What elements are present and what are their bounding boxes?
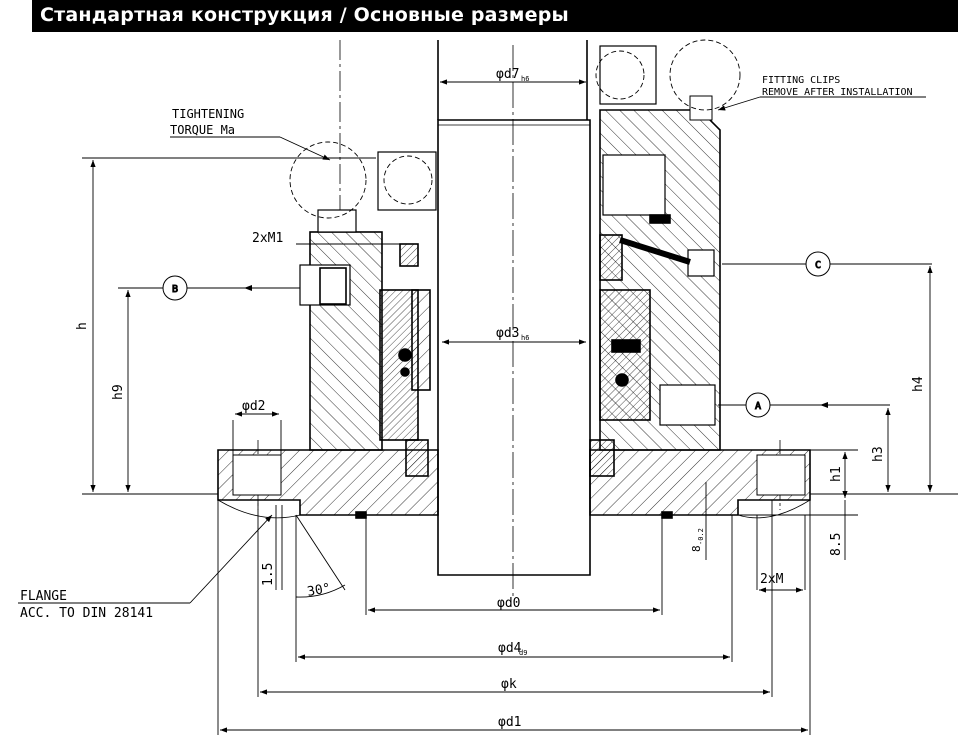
h3-label: h3 xyxy=(871,446,886,462)
h9-label: h9 xyxy=(111,384,126,400)
m-label: 2xM xyxy=(760,572,784,587)
dim-8-5-label: 8.5 xyxy=(829,533,844,556)
dim-1-5-label: 1.5 xyxy=(261,563,276,586)
right-housing xyxy=(589,45,721,477)
fitting-clips-label-2: REMOVE AFTER INSTALLATION xyxy=(762,87,913,98)
h-label: h xyxy=(75,322,90,330)
left-housing xyxy=(299,151,437,477)
d2-label: φd2 xyxy=(242,399,265,414)
d0-label: φd0 xyxy=(497,596,520,611)
d1-label: φd1 xyxy=(498,715,521,730)
d3-subscript: h6 xyxy=(521,334,529,342)
k-label: φk xyxy=(501,677,517,692)
dim-8-subscript: -0.2 xyxy=(697,528,705,545)
port-c: C xyxy=(722,251,932,277)
port-c-label: C xyxy=(815,260,821,271)
d7-subscript: h6 xyxy=(521,75,529,83)
phantom-circles xyxy=(289,39,741,219)
flange-label-1: FLANGE xyxy=(20,589,67,604)
annotation-text: TIGHTENING TORQUE Ma FITTING CLIPS REMOV… xyxy=(20,67,926,730)
flange-label-2: ACC. TO DIN 28141 xyxy=(20,606,153,621)
port-b: B xyxy=(118,275,300,301)
d3-label: φd3 xyxy=(496,326,519,341)
flange xyxy=(217,449,811,519)
port-a: A xyxy=(718,392,890,418)
tightening-label-1: TIGHTENING xyxy=(172,107,244,121)
fitting-clips-label-1: FITTING CLIPS xyxy=(762,75,840,86)
shaft xyxy=(437,40,591,576)
d7-label: φd7 xyxy=(496,67,519,82)
dim-8-label: 8 xyxy=(690,545,703,552)
port-b-label: B xyxy=(172,284,178,295)
d4-subscript: d9 xyxy=(519,649,527,657)
page-title: Стандартная конструкция / Основные разме… xyxy=(40,4,569,26)
port-a-label: A xyxy=(755,401,761,412)
dimension-lines xyxy=(18,79,958,735)
m1-label: 2xM1 xyxy=(252,231,283,246)
angle-label: 30° xyxy=(306,581,332,600)
h1-label: h1 xyxy=(829,466,844,482)
d4-label: φd4 xyxy=(498,641,522,656)
h4-label: h4 xyxy=(911,376,926,392)
tightening-label-2: TORQUE Ma xyxy=(170,123,235,137)
header-bar: Стандартная конструкция / Основные разме… xyxy=(32,0,958,32)
